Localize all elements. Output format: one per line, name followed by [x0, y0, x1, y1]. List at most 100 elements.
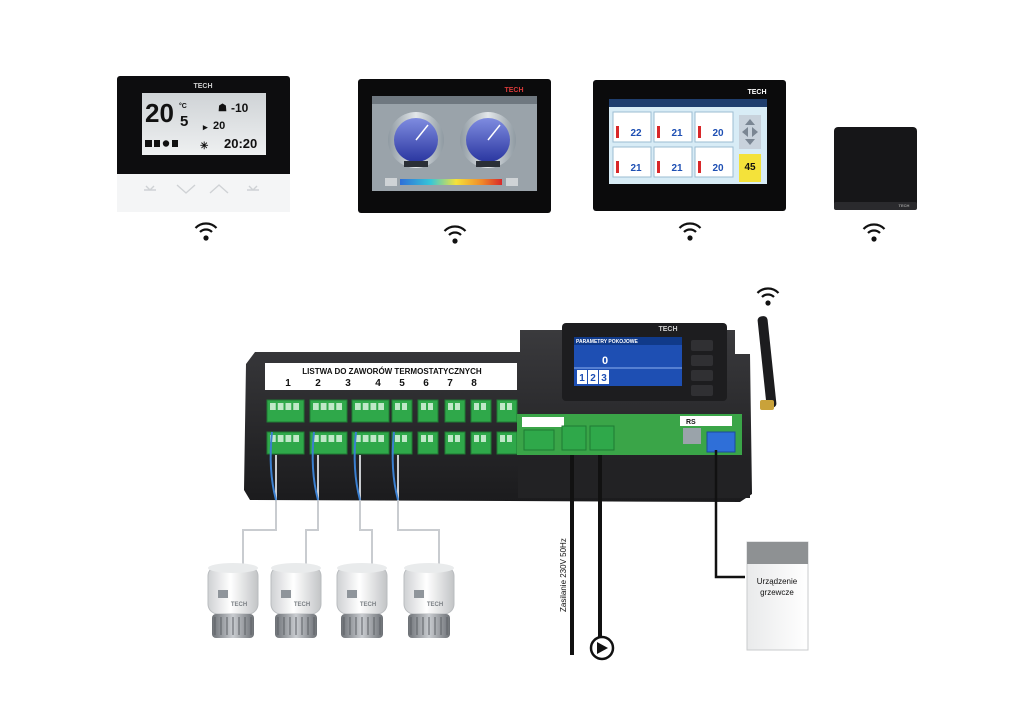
zone-tile[interactable] — [694, 146, 734, 178]
thermometer-icon — [616, 161, 619, 173]
actuator-logo-icon — [414, 590, 424, 598]
actuator-logo-icon — [347, 590, 357, 598]
panel-right-button[interactable] — [506, 178, 518, 186]
terminal-screw — [285, 403, 292, 410]
module-button-exit[interactable] — [691, 385, 713, 396]
wireless-icon — [194, 222, 218, 242]
zone-tile[interactable] — [694, 111, 734, 143]
display-tab[interactable] — [577, 370, 587, 384]
svg-text:☗: ☗ — [218, 103, 227, 114]
actuator-wire — [391, 431, 399, 501]
svg-text:▸: ▸ — [202, 122, 208, 132]
terminal-screw — [336, 403, 342, 410]
antenna — [757, 316, 777, 408]
module-brand: TECH — [658, 326, 677, 333]
actuator-brand: TECH — [294, 602, 310, 608]
terminal-screw — [402, 403, 407, 410]
terminal-screw — [455, 435, 460, 442]
zone-tile[interactable] — [653, 146, 693, 178]
thermostat-touch-buttons[interactable] — [144, 184, 259, 194]
svg-text:✳: ✳ — [200, 141, 209, 152]
wireless-icon — [756, 287, 780, 307]
zone-temp: 20 — [712, 163, 724, 174]
thermometer-icon — [657, 126, 660, 138]
terminal-screw — [507, 435, 512, 442]
zone-number: 4 — [375, 378, 381, 389]
terminal-screw — [293, 435, 299, 442]
terminal-screw — [378, 403, 384, 410]
strip-title: LISTWA DO ZAWORÓW TERMOSTATYCZNYCH — [302, 367, 482, 376]
wireless-icon — [443, 225, 467, 245]
actuator-cable — [305, 455, 319, 566]
pump — [589, 455, 615, 661]
heating-device-cable — [714, 450, 745, 579]
terminal-screw — [378, 435, 384, 442]
terminal-screw — [474, 435, 479, 442]
module-button-down[interactable] — [691, 355, 713, 366]
power-label: Zasilanie 230V 50Hz — [559, 538, 568, 612]
actuator-wiring — [242, 431, 440, 566]
display-tab-label: 1 — [579, 373, 585, 384]
zone-number: 1 — [285, 378, 291, 389]
panel-analog-brand: TECH — [504, 87, 523, 94]
zone-temp: 21 — [671, 128, 683, 139]
panel-zones-outdoor: 45 — [744, 162, 756, 173]
zone-number: 7 — [447, 378, 453, 389]
terminal-screw — [320, 403, 327, 410]
display-tab[interactable] — [599, 370, 609, 384]
terminal-screw — [362, 435, 369, 442]
terminal-screw — [313, 403, 319, 410]
heating-device: Urządzenie grzewcze — [746, 541, 809, 651]
actuator-cable — [359, 455, 373, 566]
zone-tile[interactable] — [612, 111, 652, 143]
thermostat-temp-outdoor: -10 — [231, 101, 249, 115]
zone-tile[interactable] — [612, 146, 652, 178]
zone-number: 3 — [345, 378, 351, 389]
thermostat-brand: TECH — [193, 83, 212, 90]
zone-temp: 21 — [671, 163, 683, 174]
terminal-screw — [474, 403, 479, 410]
thermostat-clock: 20:20 — [224, 136, 257, 151]
terminal-screw — [313, 435, 319, 442]
panel-nav-arrows[interactable] — [739, 115, 761, 149]
thermostat-temp-unit: °C — [179, 102, 187, 110]
terminal-screw — [270, 403, 276, 410]
display-header: PARAMETRY POKOJOWE — [576, 339, 639, 345]
module-button-up[interactable] — [691, 340, 713, 351]
terminal-screw — [362, 403, 369, 410]
terminal-screw — [370, 435, 377, 442]
terminal-screw — [395, 435, 400, 442]
thermostat-temp-set: 20 — [213, 120, 225, 132]
actuator-cable — [242, 455, 277, 566]
terminal-screw — [448, 435, 453, 442]
panel-left-button[interactable] — [385, 178, 397, 186]
terminal-screw — [320, 435, 327, 442]
display-tab-label: 2 — [590, 373, 596, 384]
thermostat-status-icons: ✳ ☗ ▸ — [145, 103, 227, 152]
actuator-brand: TECH — [231, 602, 247, 608]
terminal-screw — [285, 435, 292, 442]
zone-temp: 21 — [630, 163, 642, 174]
terminal-screw — [328, 403, 335, 410]
terminal-screw — [500, 403, 505, 410]
thermostat-temp-decimal: 5 — [180, 113, 188, 130]
terminal-screw — [481, 435, 486, 442]
rs-port — [683, 428, 701, 444]
module-button-menu[interactable] — [691, 370, 713, 381]
zone-tile[interactable] — [653, 111, 693, 143]
terminal-screw — [277, 403, 284, 410]
heating-device-label-2: grzewcze — [760, 588, 794, 597]
actuator-cable — [397, 455, 440, 566]
display-tab[interactable] — [588, 370, 598, 384]
terminal-screw — [507, 403, 512, 410]
thermometer-icon — [698, 161, 701, 173]
actuator-top — [404, 563, 454, 573]
display-tab-label: 3 — [601, 373, 607, 384]
display-value: 0 — [602, 355, 608, 367]
actuator-wire — [353, 431, 361, 501]
